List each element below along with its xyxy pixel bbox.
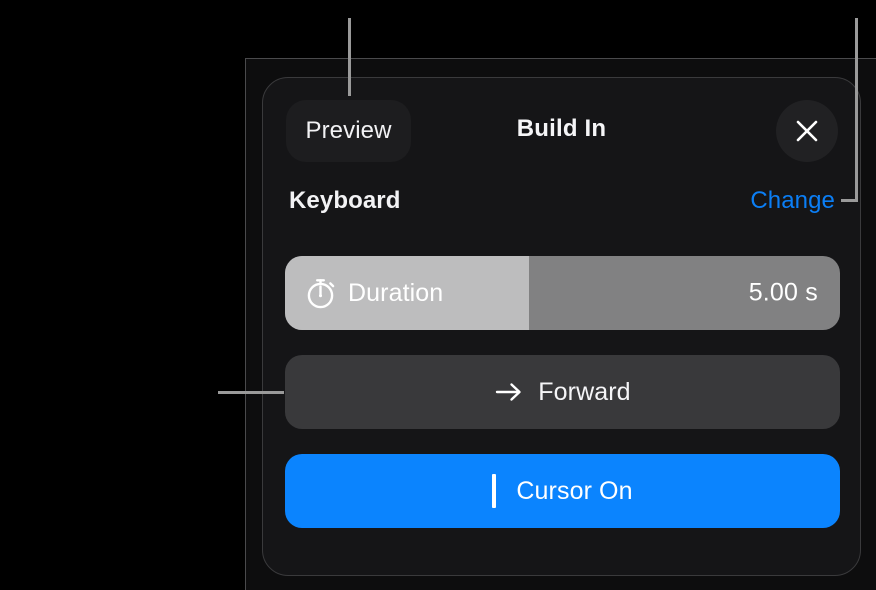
callout-line-change-vertical	[855, 18, 858, 202]
effect-name-label: Keyboard	[289, 187, 401, 214]
text-cursor-beam-icon	[492, 474, 497, 508]
duration-label: Duration	[348, 278, 444, 307]
direction-row[interactable]: Forward	[285, 355, 840, 429]
duration-slider-fill	[285, 256, 530, 330]
duration-slider-row[interactable]: Duration 5.00 s	[285, 256, 840, 330]
callout-line-preview	[348, 18, 351, 96]
cursor-row-content: Cursor On	[492, 474, 633, 508]
options-list: Duration 5.00 s Forward Cursor On	[285, 256, 840, 528]
effect-subheader: Keyboard Change	[263, 181, 860, 225]
callout-line-option-row	[218, 391, 284, 394]
duration-value: 5.00 s	[748, 278, 818, 307]
preview-button[interactable]: Preview	[286, 100, 411, 162]
change-link[interactable]: Change	[750, 187, 835, 214]
callout-line-change-horizontal	[841, 199, 858, 202]
stopwatch-icon	[302, 274, 340, 312]
cursor-row[interactable]: Cursor On	[285, 454, 840, 528]
close-x-icon	[791, 115, 823, 147]
direction-label: Forward	[538, 377, 631, 406]
cursor-label: Cursor On	[516, 476, 633, 505]
popover-header: Preview Build In	[263, 78, 860, 178]
arrow-right-icon	[494, 381, 524, 403]
page-title: Build In	[516, 115, 607, 142]
close-button[interactable]	[776, 100, 838, 162]
build-in-popover: Preview Build In Keyboard Change	[262, 77, 861, 576]
direction-row-content: Forward	[494, 377, 631, 407]
